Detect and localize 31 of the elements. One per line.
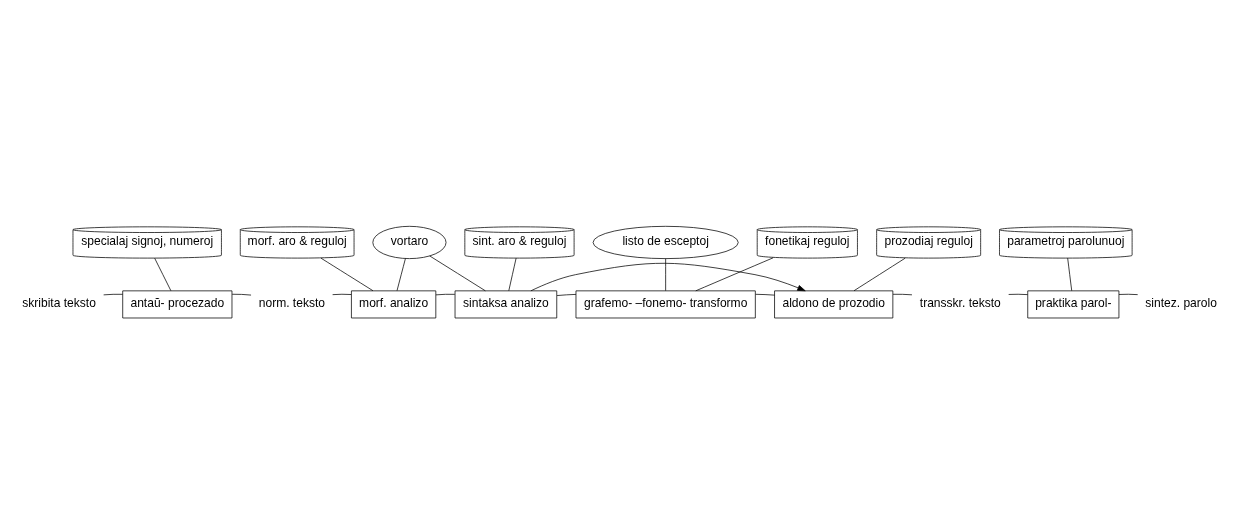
node-text: norm. teksto xyxy=(258,295,326,310)
connector xyxy=(853,257,906,291)
connector xyxy=(231,293,252,295)
connector xyxy=(396,257,406,291)
connector xyxy=(332,293,352,295)
connector xyxy=(755,293,775,295)
connector xyxy=(1008,293,1028,295)
connector xyxy=(665,257,667,291)
connector xyxy=(320,257,374,291)
node-box: morf. analizo xyxy=(351,290,437,318)
node-ellipse: vortaro xyxy=(372,225,447,259)
connector xyxy=(892,293,913,295)
node-text: transskr. teksto xyxy=(919,295,1001,310)
connector xyxy=(695,256,774,291)
connector xyxy=(556,293,577,296)
node-box: grafemo- –fonemo- transformo xyxy=(575,290,756,318)
node-box: antaŭ- procezado xyxy=(122,290,233,318)
node-text: skribita teksto xyxy=(22,295,96,310)
connector xyxy=(435,293,456,295)
node-box: praktika parol- xyxy=(1027,290,1120,318)
connector xyxy=(1067,257,1073,291)
node-text: sintez. parolo xyxy=(1145,295,1217,310)
connector xyxy=(103,293,123,295)
node-ellipse: listo de esceptoj xyxy=(592,225,739,259)
connector xyxy=(429,255,486,291)
node-box: sintaksa analizo xyxy=(454,290,558,318)
connector xyxy=(154,257,172,291)
connector xyxy=(508,257,517,291)
arrow xyxy=(530,262,806,291)
connector xyxy=(1118,293,1139,295)
node-box: aldono de prozodio xyxy=(774,290,894,318)
